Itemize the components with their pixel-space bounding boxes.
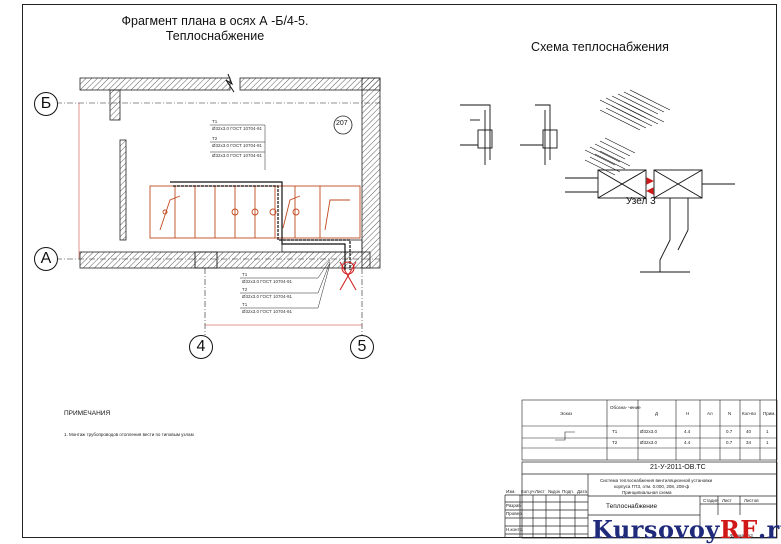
- spec-header: Д: [655, 411, 659, 416]
- spec-cell: Ø32х3.0: [640, 440, 658, 445]
- axis-5-marker: 5: [350, 335, 374, 359]
- sign-row: Провер.: [506, 511, 523, 516]
- riser-mark: [339, 261, 357, 291]
- sign-col: Подп.: [562, 489, 574, 494]
- sign-col: Кол.уч: [521, 489, 535, 494]
- sign-col: Изм.: [506, 489, 516, 494]
- spec-header: N: [728, 411, 732, 416]
- spec-cell: 0.7: [726, 440, 733, 445]
- spec-cell: Т2: [612, 440, 618, 445]
- spec-cell: 34: [746, 440, 752, 445]
- spec-cell: 0.7: [726, 429, 733, 434]
- spec-header: Эскиз: [560, 411, 573, 416]
- stamp-mark: Листов: [744, 498, 759, 503]
- plan-tag: Т1: [242, 302, 248, 307]
- plan-pipe-label: Ø32х3.0 ГОСТ 10704-91: [242, 309, 293, 314]
- spec-header: Ал: [707, 411, 713, 416]
- axis-4-marker: 4: [189, 335, 213, 359]
- spec-cell: Т1: [612, 429, 618, 434]
- ventilation-unit: [149, 185, 361, 239]
- stamp-description: Принципиальная схема: [622, 490, 672, 495]
- sign-col: №док: [548, 489, 560, 494]
- spec-header: Н: [686, 411, 690, 416]
- sign-row: Разраб.: [506, 503, 523, 508]
- plan-subtitle: Теплоснабжение: [165, 29, 265, 43]
- axis-b-marker: Б: [34, 92, 58, 116]
- spec-header: Кол-во: [742, 411, 756, 416]
- scheme-title: Схема теплоснабжения: [531, 40, 669, 54]
- spec-cell: 1: [766, 440, 769, 445]
- plan-pipe-label: Ø32х3.0 ГОСТ 10704-91: [212, 126, 263, 131]
- plan-title: Фрагмент плана в осях А -Б/4-5.: [121, 14, 309, 28]
- plan-tag: Т1: [212, 119, 218, 124]
- axis-a-marker: А: [34, 247, 58, 271]
- plan-pipe-label: Ø32х3.0 ГОСТ 10704-91: [212, 143, 263, 148]
- watermark-logo: KursovoyRF.ru: [592, 515, 781, 544]
- drawing-frame: [22, 4, 777, 538]
- plan-tag: Т2: [212, 136, 218, 141]
- plan-pipe-label: Ø32х3.0 ГОСТ 10704-91: [212, 153, 263, 158]
- plan-tag: Т1: [242, 272, 248, 277]
- spec-table-grid: [521, 399, 778, 461]
- heat-supply-scheme: [460, 89, 735, 273]
- sheet-format: Формат А3: [730, 533, 753, 538]
- spec-cell: Ø32х3.0: [640, 429, 658, 434]
- plan-piping: [170, 181, 351, 270]
- stamp-code: 21-У-2011-ОВ.ТС: [650, 464, 706, 471]
- plan-pipe-label: Ø32х3.0 ГОСТ 10704-91: [242, 294, 293, 299]
- spec-header: Обозна- чение: [610, 405, 641, 410]
- plan-tag: Т2: [242, 287, 248, 292]
- spec-cell: 40: [746, 429, 752, 434]
- room-number: 207: [336, 120, 348, 127]
- stamp-description: корпуса ГПЗ, отм. 0.000, 208, 208-ф: [614, 484, 690, 489]
- notes-heading: ПРИМЕЧАНИЯ: [64, 410, 111, 417]
- spec-cell: 1: [766, 429, 769, 434]
- stamp-mark: Стадия: [703, 498, 719, 503]
- notes-text: 1. Монтаж трубопроводов отопления вести …: [64, 432, 194, 437]
- spec-header: Прим.: [763, 411, 776, 416]
- node-label: Узел 3: [626, 196, 656, 207]
- title-block-grid: [504, 461, 778, 539]
- stamp-description: Система теплоснабжения вентиляционной ус…: [600, 478, 713, 483]
- sign-row: Н.контр.: [506, 527, 524, 532]
- sign-col: Лист: [535, 489, 545, 494]
- spec-cell: 4.4: [684, 440, 691, 445]
- stamp-name: Теплоснабжение: [606, 503, 658, 510]
- plan-pipe-label: Ø32х3.0 ГОСТ 10704-91: [242, 279, 293, 284]
- plan-walls: [79, 73, 381, 269]
- stamp-mark: Лист: [722, 498, 732, 503]
- sign-col: Дата: [577, 489, 587, 494]
- spec-cell: 4.4: [684, 429, 691, 434]
